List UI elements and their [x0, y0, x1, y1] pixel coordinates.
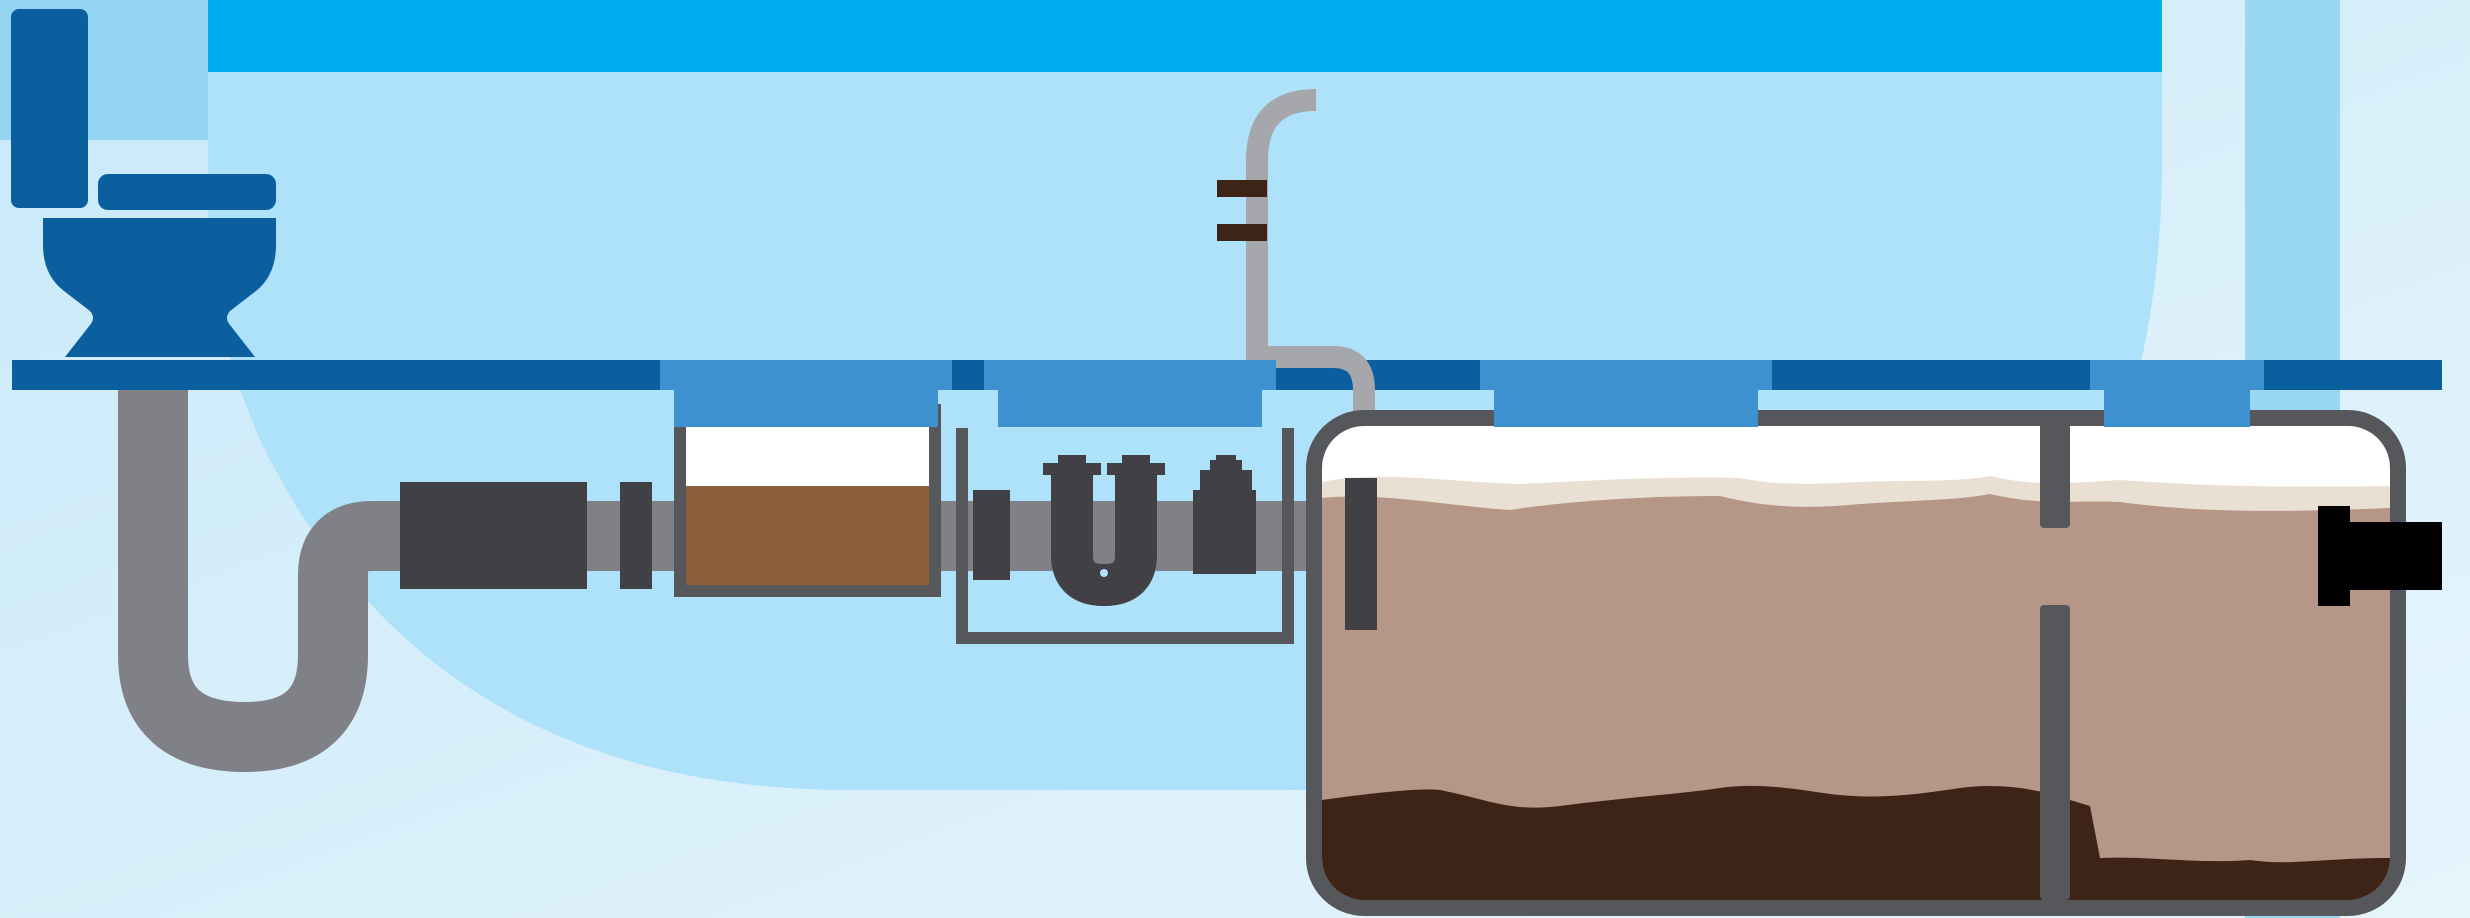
tank-baffle-lower [2040, 605, 2070, 900]
u-bend-cap-left-top [1058, 455, 1086, 465]
lid-u-bend [984, 360, 1276, 427]
check-valve-stem [1200, 470, 1252, 492]
toilet-tank [11, 9, 88, 208]
pipe-collar [620, 482, 652, 589]
lid-chamber [660, 360, 952, 427]
sky-band [208, 0, 2162, 72]
outlet-pipe-icon [2318, 506, 2442, 606]
u-bend-box [956, 428, 1294, 644]
u-bend-cap-left [1043, 463, 1101, 475]
access-lids [660, 360, 2264, 427]
vent-pipe-icon [1246, 89, 1375, 447]
u-bend-icon [956, 428, 1294, 644]
tank-icon [1306, 410, 2406, 916]
check-valve-body [1193, 490, 1256, 574]
u-bend-cap-right [1107, 463, 1165, 475]
outlet-pipe [2350, 522, 2442, 590]
tank-wall [1306, 410, 2406, 916]
pipe-trap-icon [118, 390, 1350, 772]
toilet-lid [98, 174, 276, 210]
u-bend-cap-right-top [1122, 455, 1150, 465]
chamber-icon [674, 404, 941, 597]
vent-clip-lower [1217, 224, 1267, 241]
u-bend-valve [973, 490, 1010, 580]
pipe-coupling-icon [400, 482, 587, 589]
lid-tank-left [1480, 360, 1772, 427]
liquid-layer [1322, 494, 2390, 900]
u-bend-pipe [1051, 470, 1157, 607]
chamber-air [686, 416, 929, 486]
outlet-flange [2318, 506, 2350, 606]
toilet-icon [11, 9, 276, 357]
sludge-layer [1322, 785, 2390, 900]
vent-clip-upper [1217, 180, 1267, 197]
toilet-bowl [43, 218, 276, 357]
tank-baffle-upper [2040, 420, 2070, 528]
lid-tank-right [2090, 360, 2264, 427]
tank-inlet-collar [1345, 478, 1377, 630]
u-bend-inner [1100, 569, 1108, 577]
check-valve-top [1216, 455, 1236, 463]
chamber-fill [686, 486, 929, 585]
